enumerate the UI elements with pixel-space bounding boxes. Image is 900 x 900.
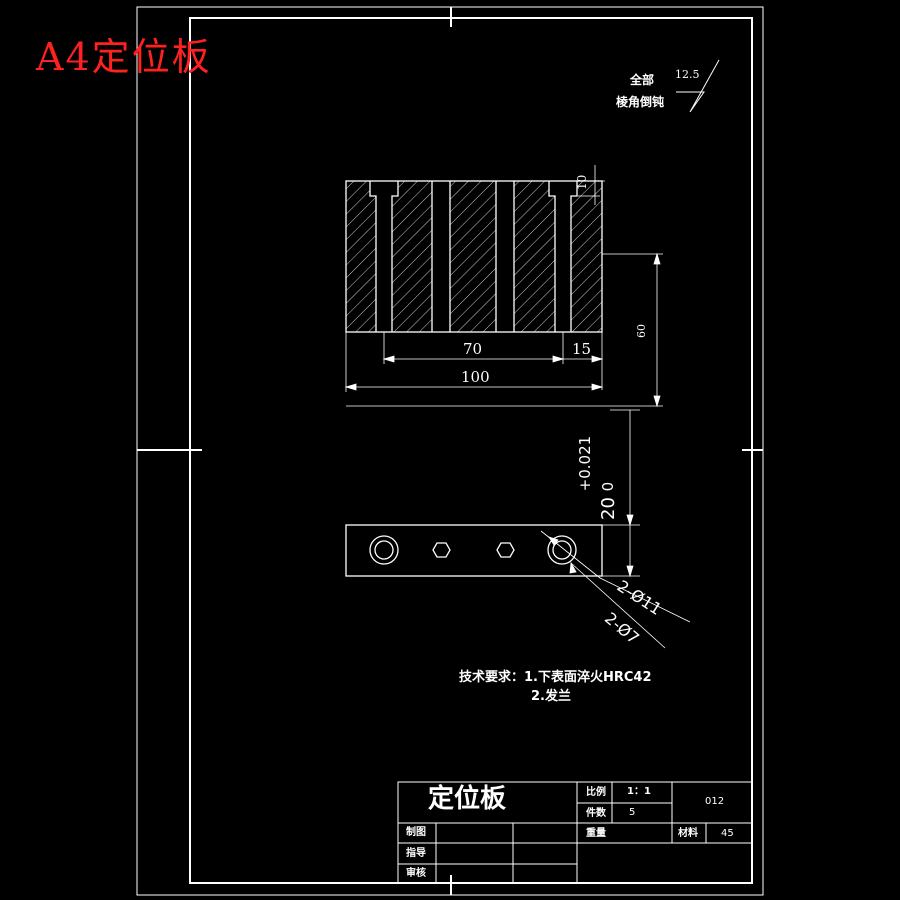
weight-label: 重量 xyxy=(586,828,606,839)
surface-roughness-symbol xyxy=(676,59,720,113)
material-value: 45 xyxy=(721,828,734,839)
guide-label: 指导 xyxy=(406,848,426,859)
top-view xyxy=(345,524,603,577)
qty-value: 5 xyxy=(629,807,636,818)
title-part-name: 定位板 xyxy=(428,784,507,814)
tech-requirements-heading: 技术要求： xyxy=(459,670,525,685)
tech-requirement-1: 1.下表面淬火HRC42 xyxy=(524,670,652,685)
scale-label: 比例 xyxy=(586,787,606,798)
top-view-dimensions xyxy=(540,409,691,649)
sheet-corner-title: A4定位板 xyxy=(36,35,212,79)
tech-requirements-line1: 技术要求：1.下表面淬火HRC42 xyxy=(459,671,652,684)
roughness-value: 12.5 xyxy=(675,68,700,81)
dim-20-tolerance: 20 +0.021 0 xyxy=(576,436,630,520)
title-block-grid xyxy=(397,781,753,884)
drawing-number: 012 xyxy=(705,796,725,807)
tolerance-lower: 0 xyxy=(599,481,617,492)
dim-60: 60 xyxy=(635,324,648,338)
dim-70: 70 xyxy=(463,340,483,358)
qty-label: 件数 xyxy=(586,808,606,819)
dim-100: 100 xyxy=(461,368,490,386)
review-label: 审核 xyxy=(406,868,426,879)
front-view-dimensions xyxy=(344,165,663,408)
outer-sheet-border xyxy=(136,6,764,896)
roughness-note-line2: 棱角倒钝 xyxy=(616,95,665,109)
roughness-note-line1: 全部 xyxy=(630,73,655,87)
scale-value: 1：1 xyxy=(627,786,651,797)
material-label: 材料 xyxy=(678,828,698,839)
inner-drawing-frame xyxy=(189,17,753,884)
tolerance-main: 20 xyxy=(598,497,619,520)
front-section-view xyxy=(345,180,603,333)
drawn-by-label: 制图 xyxy=(406,827,426,838)
tech-requirement-2: 2.发兰 xyxy=(531,689,571,704)
tolerance-upper: +0.021 xyxy=(576,435,594,492)
dim-15: 15 xyxy=(572,340,592,358)
dim-10: 10 xyxy=(575,174,589,190)
